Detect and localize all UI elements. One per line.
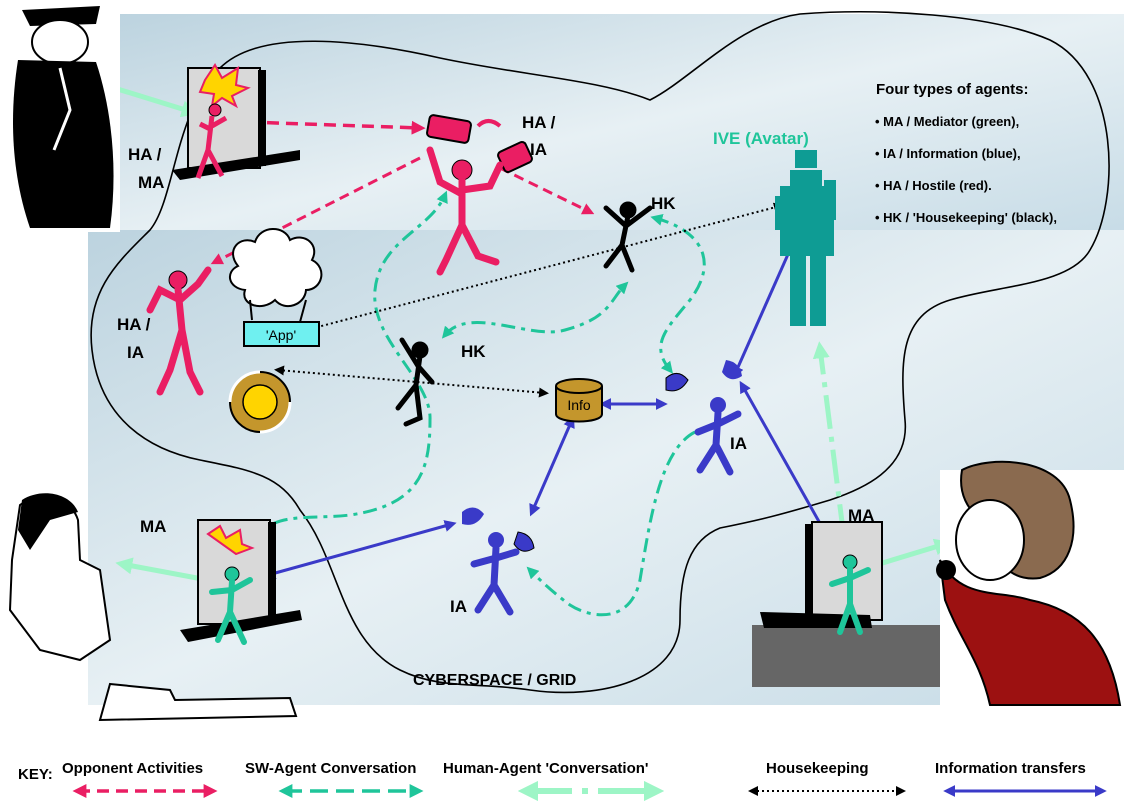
opponent-link-top: [242, 115, 426, 135]
info-label: Info: [567, 397, 591, 413]
agent-types-legend: Four types of agents: • MA / Mediator (g…: [875, 81, 1057, 225]
info-database: Info: [555, 378, 603, 423]
label-ha-ia-left-line1: HA /: [117, 315, 151, 334]
label-ia-bottom: IA: [450, 597, 467, 616]
mediator-agent-left: [209, 566, 253, 645]
key-prefix: KEY:: [18, 766, 53, 783]
label-ma-left: MA: [140, 517, 166, 536]
label-ha-ma-line1: HA /: [128, 145, 162, 164]
info-link-ia-avatar: [732, 238, 796, 379]
sw-agent-path-4: [526, 430, 696, 617]
legend-item-housekeeping: • HK / 'Housekeeping' (black),: [875, 210, 1057, 225]
spy-figure: [0, 0, 120, 232]
human-user-right: [936, 460, 1124, 710]
label-ia-right: IA: [730, 434, 747, 453]
app-box: 'App': [243, 299, 320, 347]
mediator-agent-right: [829, 554, 871, 635]
housekeeping-link-top: [264, 202, 784, 344]
human-agent-link-avatar: [812, 341, 852, 545]
label-ha-ia-left-line2: IA: [127, 343, 144, 362]
computer-left: [180, 519, 302, 642]
information-agent-right: [665, 360, 742, 476]
info-link-ia-ma: [739, 380, 829, 539]
key-label-information: Information transfers: [935, 760, 1086, 777]
key-label-human-agent: Human-Agent 'Conversation': [443, 760, 648, 777]
legend-title: Four types of agents:: [876, 81, 1029, 98]
key-label-sw-agent: SW-Agent Conversation: [245, 760, 416, 777]
label-ha-ia-top-line1: HA /: [522, 113, 556, 132]
hostile-agent-top: [426, 114, 533, 276]
label-ha-ma-line2: MA: [138, 173, 164, 192]
avatar-figure: [775, 150, 836, 326]
housekeeping-agent-top: [603, 201, 653, 273]
cyberspace-label: CYBERSPACE / GRID: [413, 672, 576, 689]
housekeeping-agent-mid: [395, 337, 435, 427]
legend-item-hostile: • HA / Hostile (red).: [875, 178, 992, 193]
label-hk-top: HK: [651, 194, 676, 213]
hostile-agent-top-left: [195, 103, 228, 179]
sun-gear-icon: [228, 370, 292, 434]
key-legend: KEY: Opponent Activities SW-Agent Conver…: [18, 760, 1107, 802]
key-label-housekeeping: Housekeeping: [766, 760, 869, 777]
app-label: 'App': [266, 327, 296, 343]
information-agent-bottom: [462, 507, 535, 616]
legend-item-information: • IA / Information (blue),: [875, 146, 1021, 161]
legend-item-mediator: • MA / Mediator (green),: [875, 114, 1019, 129]
hostile-agent-left: [146, 228, 323, 396]
label-ha-ia-top-line2: IA: [530, 140, 547, 159]
label-ma-right: MA: [848, 506, 874, 525]
human-user-left: [8, 493, 298, 722]
info-link-info-ia-bottom: [529, 415, 575, 517]
key-label-opponent: Opponent Activities: [62, 760, 203, 777]
avatar-label: IVE (Avatar): [713, 129, 809, 148]
label-hk-mid: HK: [461, 342, 486, 361]
info-link-ma-ia: [263, 520, 457, 579]
